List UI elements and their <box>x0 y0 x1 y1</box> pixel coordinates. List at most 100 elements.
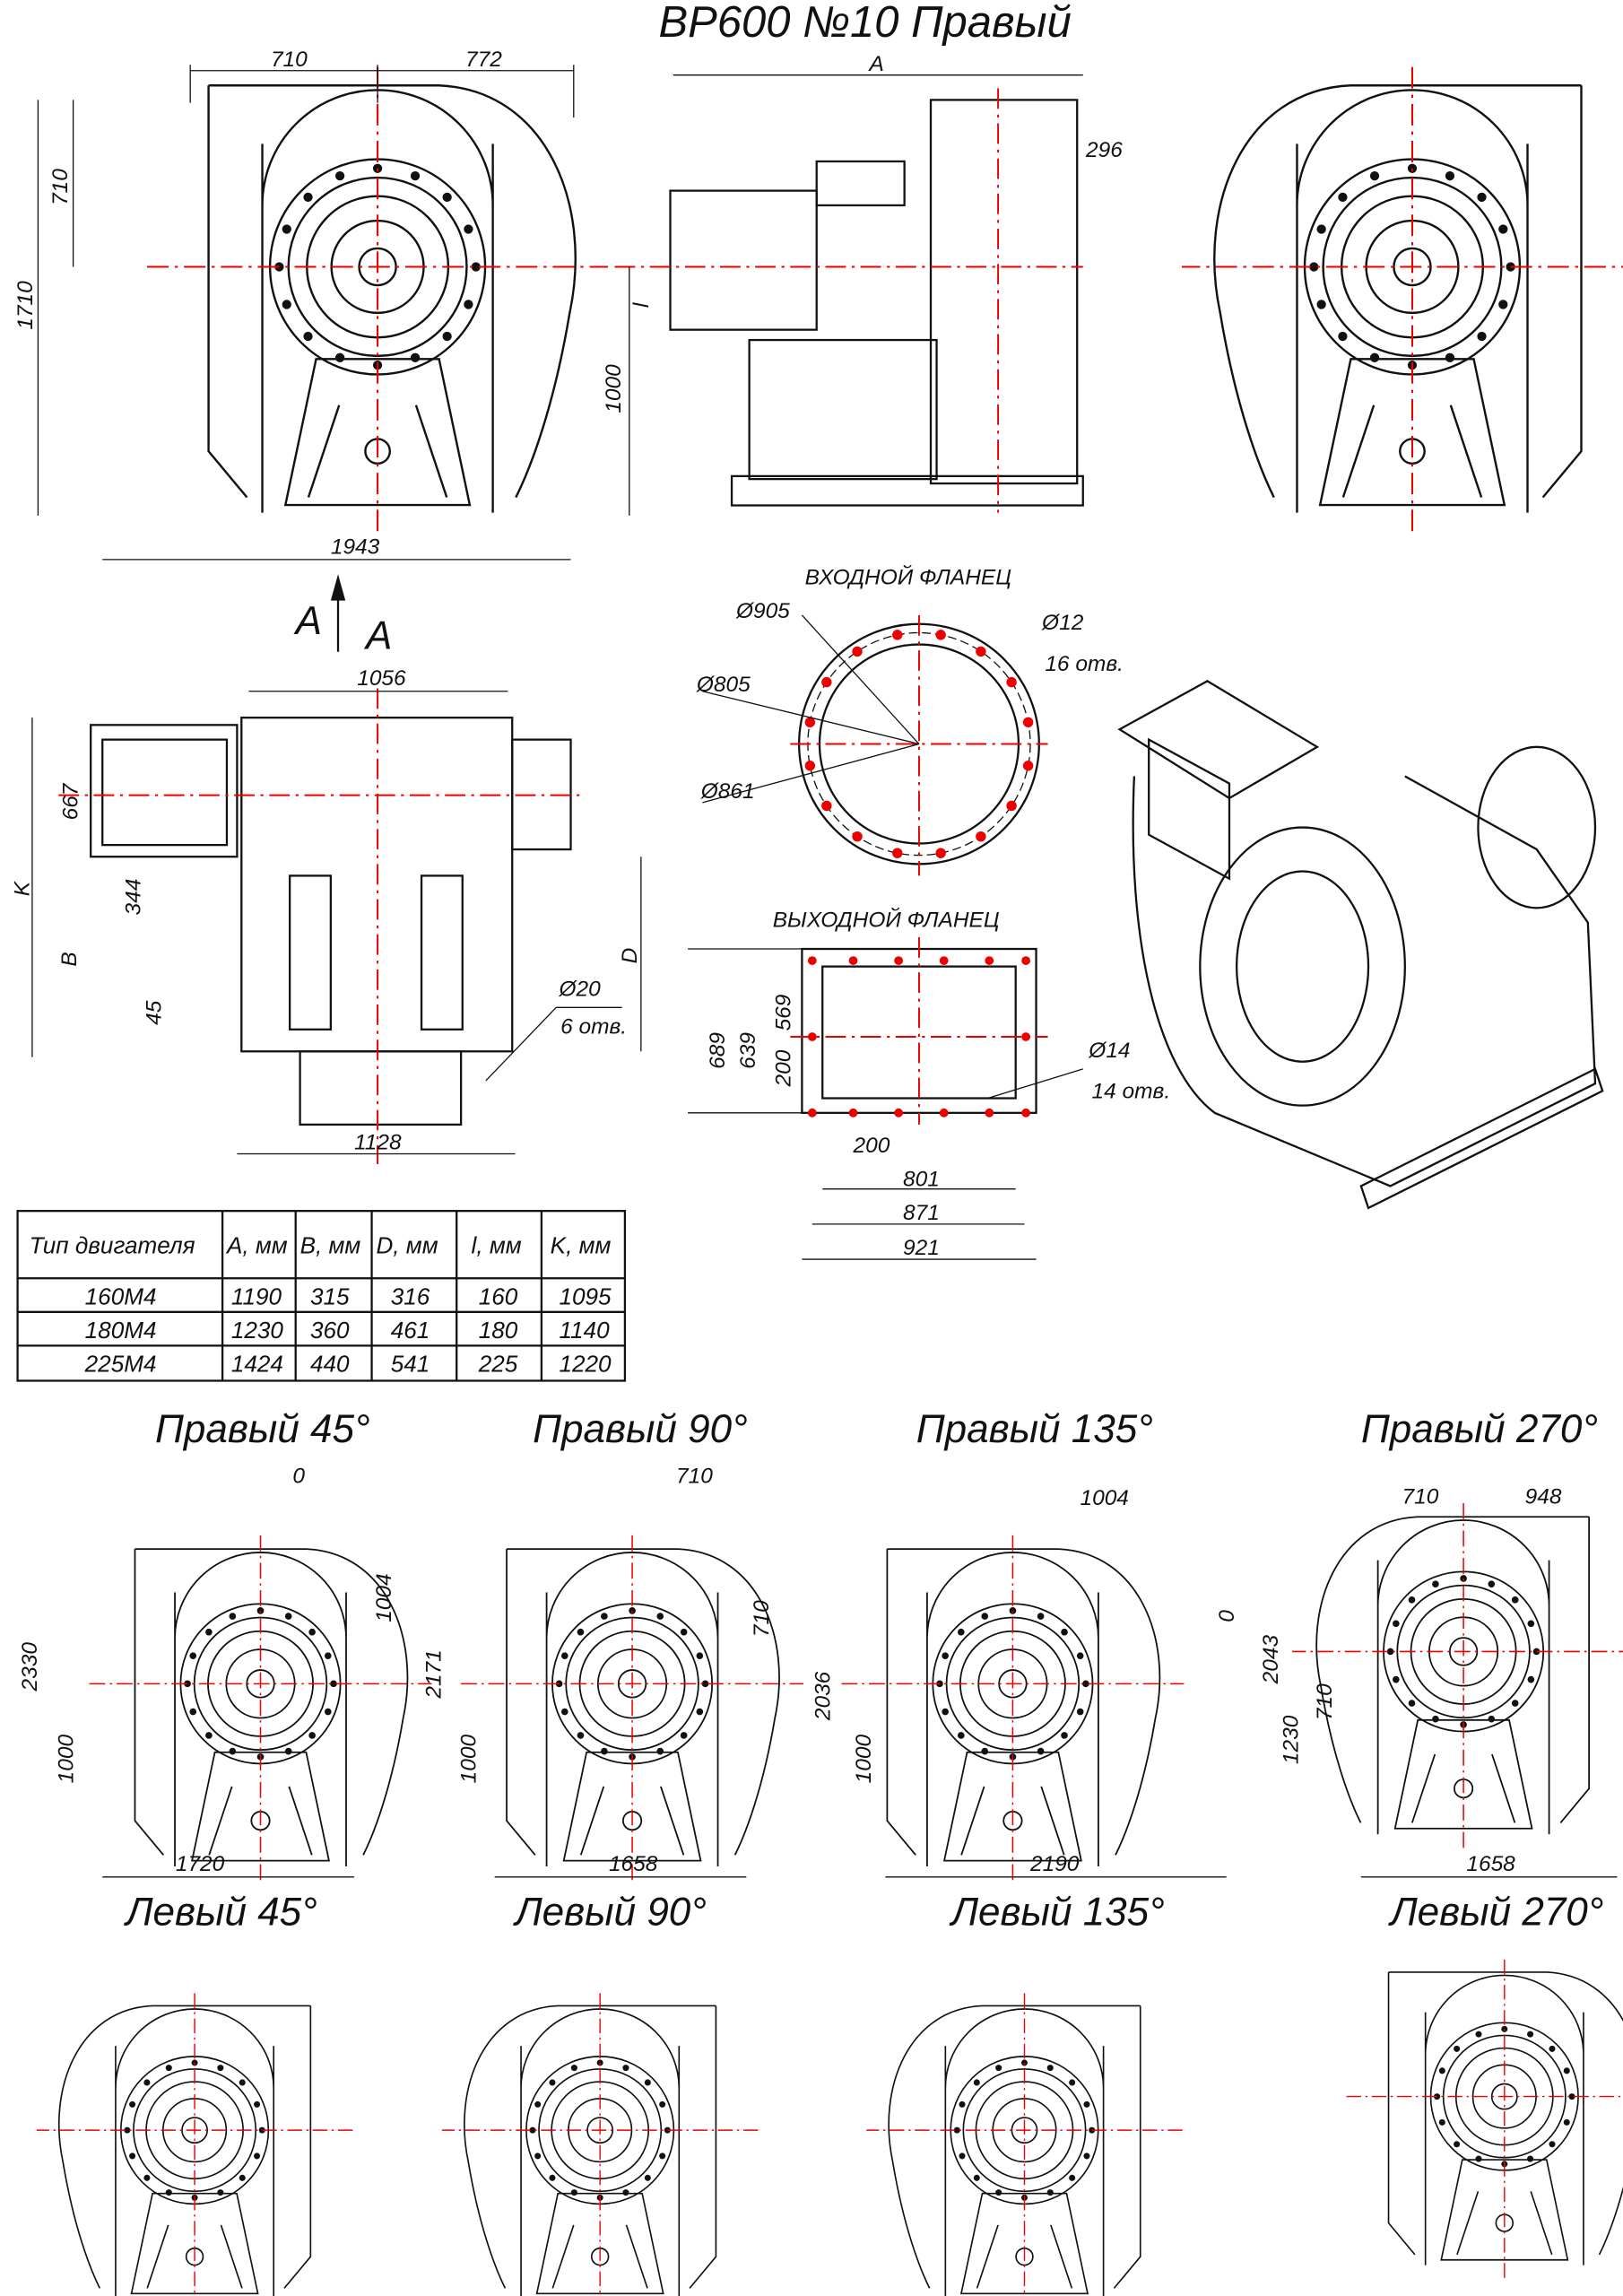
impeller-ring <box>1011 2117 1038 2144</box>
dim-front-710-v: 710 <box>48 169 73 205</box>
bolt-hole <box>959 2100 966 2108</box>
bolt-hole <box>656 1747 664 1755</box>
flange-hole <box>1022 761 1034 771</box>
bolt-hole <box>1527 2031 1534 2038</box>
bolt-hole <box>577 1732 585 1739</box>
dim-r270-2043: 2043 <box>1259 1635 1283 1685</box>
bolt-hole <box>1568 2093 1575 2100</box>
bolt-hole <box>1498 300 1508 309</box>
dim-r135-1004: 1004 <box>1080 1486 1128 1510</box>
bolt-hole <box>464 300 473 309</box>
table-cell: 440 <box>310 1351 350 1378</box>
bolt-hole <box>973 2174 980 2181</box>
bolt-hole <box>659 2100 666 2108</box>
flange-hole <box>807 1108 817 1118</box>
impeller-housing <box>115 2008 275 2296</box>
fan-base <box>283 358 472 507</box>
table-header: Тип двигателя <box>30 1232 195 1259</box>
bolt-hole <box>239 2174 246 2181</box>
bolt-hole <box>1527 1620 1535 1628</box>
bolt-hole <box>282 300 291 309</box>
table-cell: 1230 <box>231 1317 284 1344</box>
table-header-row: Тип двигателя A, мм B, мм D, мм l, мм K,… <box>30 1232 612 1259</box>
flange-hole <box>1021 956 1030 965</box>
bolt-hole <box>1511 1700 1519 1707</box>
fan-view <box>441 1993 759 2296</box>
dim-r135-0: 0 <box>1215 1610 1239 1622</box>
iso-motor <box>1477 745 1597 909</box>
bolt-hole <box>701 1680 709 1688</box>
variant-label: Правый 270° <box>1361 1407 1598 1451</box>
dim-outlet-holes: 14 отв. <box>1092 1080 1171 1104</box>
variant-label: Правый 135° <box>916 1407 1153 1451</box>
bolt-hole <box>1488 1715 1496 1723</box>
dim-plan-holes: 6 отв. <box>560 1015 627 1039</box>
bolt-hole <box>1386 1648 1394 1656</box>
bolt-hole <box>1076 1708 1084 1716</box>
dim-r45-1000: 1000 <box>55 1735 79 1784</box>
volute-housing <box>1315 1516 1591 1823</box>
impeller-housing <box>1296 89 1529 513</box>
fan-view <box>461 1535 804 1884</box>
flange-hole <box>821 676 832 688</box>
flange-hole <box>1006 800 1017 812</box>
bolt-hole <box>1069 2079 1076 2086</box>
iso-inlet <box>1199 826 1406 1107</box>
motor-table: Тип двигателя A, мм B, мм D, мм l, мм K,… <box>16 1210 627 1382</box>
variant-label-left-45: Левый 45° <box>123 1891 317 1935</box>
bolt-hole <box>622 2189 629 2196</box>
bolt-hole <box>1549 2045 1556 2052</box>
table-header: B, мм <box>300 1232 361 1259</box>
bolt-hole <box>464 224 473 234</box>
bolt-hole <box>1475 2155 1482 2162</box>
bolt-hole <box>1460 1575 1467 1582</box>
view-a-arrow: A A <box>293 574 392 657</box>
volute-housing <box>464 2005 717 2289</box>
bolt-hole <box>1082 1680 1089 1688</box>
dim-outlet-200-v: 200 <box>771 1049 795 1087</box>
fan-view <box>1346 1959 1623 2282</box>
bolt-hole <box>205 1628 213 1636</box>
fan-base <box>1440 2159 1569 2261</box>
fan-view <box>36 1993 353 2296</box>
bolt-hole <box>656 1613 664 1620</box>
variant-right-270: Правый 270° 710 948 2043 1230 710 1658 <box>1259 1407 1618 1878</box>
bolt-hole <box>1393 1675 1400 1683</box>
variant-right-90: Правый 90° 710 710 2171 1000 1658 <box>421 1407 774 1878</box>
bolt-hole <box>1432 1580 1439 1587</box>
impeller-housing <box>520 2008 681 2296</box>
fan-view <box>841 1535 1185 1884</box>
dim-side-296: 296 <box>1085 138 1123 162</box>
bolt-hole <box>1506 262 1515 272</box>
dim-r90-1658: 1658 <box>609 1852 658 1876</box>
bolt-hole <box>324 1652 332 1659</box>
fan-view <box>866 1993 1183 2296</box>
side-view: A 296 l 1000 <box>602 52 1123 516</box>
bolt-hole <box>1061 1732 1068 1739</box>
dim-r90-710: 710 <box>676 1465 713 1489</box>
fan-view <box>147 66 609 536</box>
dim-plan-667: 667 <box>59 782 83 820</box>
flange-hole <box>852 831 863 842</box>
dim-r135-2190: 2190 <box>1029 1852 1080 1876</box>
bolt-hole <box>1563 2067 1570 2074</box>
fan-base <box>1393 1718 1533 1830</box>
bolt-hole <box>165 2189 172 2196</box>
bolt-hole <box>124 2126 131 2134</box>
isometric-view <box>1117 680 1604 1210</box>
bolt-hole <box>1046 2065 1054 2072</box>
variant-label: Правый 45° <box>155 1407 370 1451</box>
table-header: A, мм <box>225 1232 288 1259</box>
dim-r135-1000: 1000 <box>852 1735 876 1784</box>
bolt-hole <box>981 1613 989 1620</box>
volute-housing <box>888 2005 1141 2289</box>
bolt-hole <box>410 171 421 181</box>
dim-r45-1004: 1004 <box>372 1573 396 1622</box>
variant-label-left-270: Левый 270° <box>1387 1891 1603 1935</box>
dim-inlet-12: Ø12 <box>1041 611 1084 635</box>
bolt-hole <box>1037 1747 1045 1755</box>
volute-housing <box>207 84 577 499</box>
impeller-ring <box>962 2068 1087 2193</box>
table-cell: 461 <box>391 1317 430 1344</box>
bolt-hole <box>560 1708 568 1716</box>
